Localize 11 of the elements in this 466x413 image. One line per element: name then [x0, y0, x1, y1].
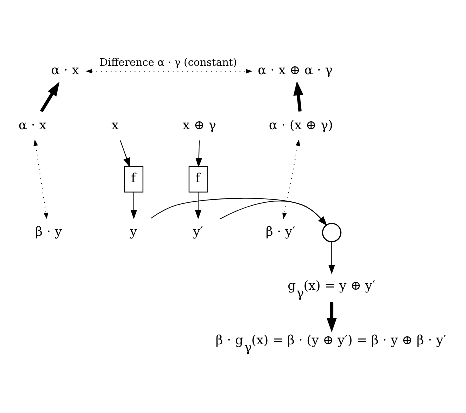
node-text: x ⊕ γ: [182, 116, 216, 132]
node-text: β · y′: [266, 223, 296, 238]
edge-label: Difference α · γ (constant): [100, 56, 238, 69]
node-text: α · x ⊕ α · γ: [258, 62, 333, 78]
node-text: y: [130, 223, 138, 238]
node-text: x: [112, 116, 119, 132]
node-text: α · (x ⊕ γ): [269, 116, 334, 132]
node-text: y′: [193, 223, 204, 238]
node-text: α · x: [18, 116, 47, 132]
node-text: α · x: [51, 62, 80, 78]
node-text: β · y: [35, 223, 62, 238]
